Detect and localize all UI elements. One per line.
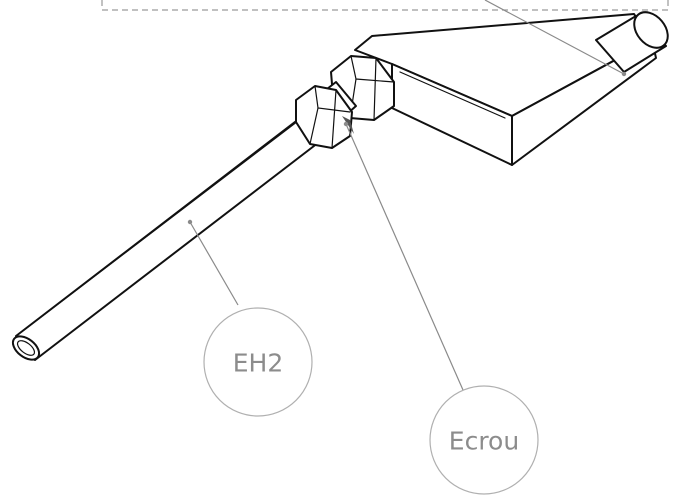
leader-lines [187, 0, 627, 391]
balloon-ecrou-label: Ecrou [449, 427, 519, 456]
leader-ecrou [345, 123, 464, 391]
leader-eh2-dot [187, 219, 193, 225]
leader-eh2 [189, 221, 239, 306]
fitting-nuts [295, 55, 395, 149]
leader-upper-dot [621, 71, 627, 77]
leader-upper [484, 0, 625, 75]
balloon-ecrou: Ecrou [429, 385, 539, 495]
leader-ecrou-dot [343, 121, 349, 127]
dashed-reference-frame [101, 0, 669, 11]
balloon-eh2-label: EH2 [233, 349, 284, 378]
elbow-pipe [354, 11, 669, 166]
balloon-eh2: EH2 [203, 307, 313, 417]
